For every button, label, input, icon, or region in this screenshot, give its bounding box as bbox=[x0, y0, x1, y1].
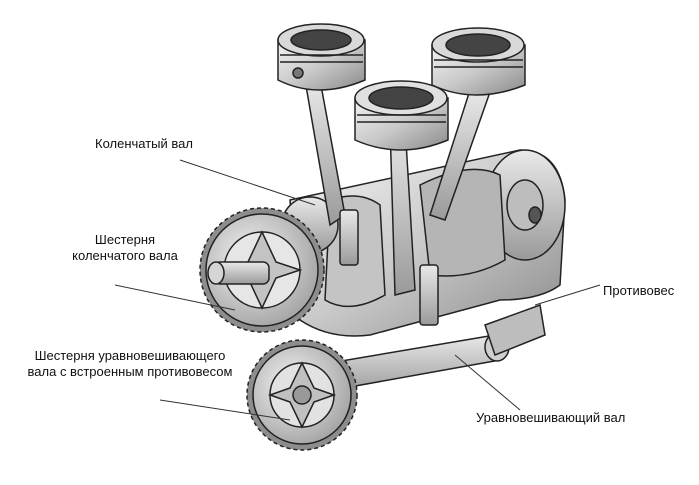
label-balancer-gear-line2: вала с встроенным противовесом bbox=[27, 364, 233, 379]
balance-shaft-gear bbox=[246, 339, 358, 451]
crankshaft-gear bbox=[199, 207, 325, 333]
piston-middle bbox=[354, 80, 449, 151]
crankshaft bbox=[281, 149, 566, 337]
label-balancer-gear-line1: Шестерня уравновешивающего bbox=[34, 348, 226, 363]
piston-right bbox=[431, 27, 526, 96]
label-crank-gear: Шестерня коленчатого вала bbox=[45, 232, 205, 264]
leader-balancer-gear bbox=[159, 399, 291, 421]
label-crank-gear-line2: коленчатого вала bbox=[72, 248, 178, 263]
leader-lines bbox=[114, 159, 601, 421]
leader-crankshaft bbox=[179, 159, 316, 206]
leader-balance-shaft bbox=[454, 354, 521, 411]
label-balance-shaft: Уравновешивающий вал bbox=[476, 410, 626, 425]
label-crankshaft: Коленчатый вал bbox=[95, 136, 193, 151]
leader-counterweight bbox=[534, 284, 601, 306]
connecting-rods bbox=[304, 79, 492, 326]
label-counterweight: Противовес bbox=[603, 283, 675, 298]
label-balancer-gear: Шестерня уравновешивающего вала с встрое… bbox=[0, 348, 260, 380]
piston-left bbox=[277, 23, 366, 91]
label-crank-gear-line1: Шестерня bbox=[94, 232, 156, 247]
leader-crank-gear bbox=[114, 284, 236, 311]
